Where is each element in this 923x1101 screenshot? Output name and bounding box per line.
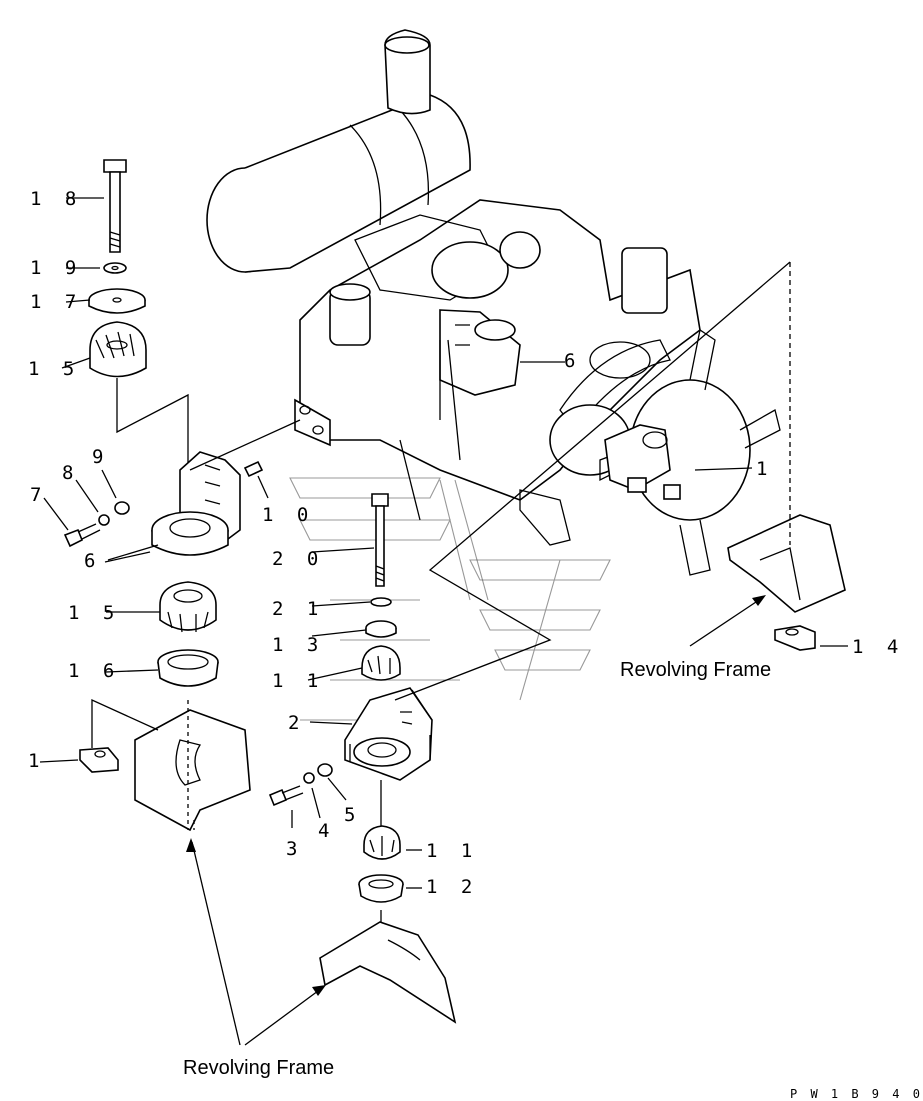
callout-17: 1 7 [30, 291, 83, 313]
callout-13: 1 3 [272, 634, 325, 656]
callout-14-right: 1 4 [852, 636, 905, 658]
revolving-frame-label-right: Revolving Frame [620, 659, 772, 681]
engine-block [206, 29, 781, 576]
callout-21: 2 1 [272, 598, 325, 620]
callout-18: 1 8 [30, 188, 83, 210]
callout-11-lower: 1 1 [426, 840, 479, 862]
callout-20: 2 0 [272, 548, 325, 570]
callout-4: 4 [318, 820, 336, 842]
engine-mount-exploded-diagram [39, 29, 848, 1046]
left-mount-stack [63, 159, 264, 832]
leader-lines [39, 197, 848, 889]
callout-6-engine: 6 [564, 350, 582, 372]
watermark [289, 477, 611, 721]
callout-3: 3 [286, 838, 304, 860]
right-frame [727, 262, 846, 651]
callout-8: 8 [62, 462, 80, 484]
callout-16: 1 6 [68, 660, 121, 682]
callout-10: 1 0 [262, 504, 315, 526]
callout-9: 9 [92, 446, 110, 468]
callout-7: 7 [30, 484, 48, 506]
callout-15-lower: 1 5 [68, 602, 121, 624]
callout-1: 1 [756, 458, 774, 480]
callout-11-upper: 1 1 [272, 670, 325, 692]
revolving-frame-label-bottom: Revolving Frame [183, 1057, 335, 1079]
callout-19: 1 9 [30, 257, 83, 279]
drawing-code: P W 1 B 9 4 0 [790, 1087, 923, 1101]
callout-14-left-partial: 1 [28, 750, 46, 772]
callout-2: 2 [288, 712, 306, 734]
center-mount-stack [268, 493, 457, 1024]
callout-5: 5 [344, 804, 362, 826]
callout-15: 1 5 [28, 358, 81, 380]
callout-12: 1 2 [426, 876, 479, 898]
callout-6-left: 6 [84, 550, 102, 572]
frame-arrows [186, 595, 766, 1046]
